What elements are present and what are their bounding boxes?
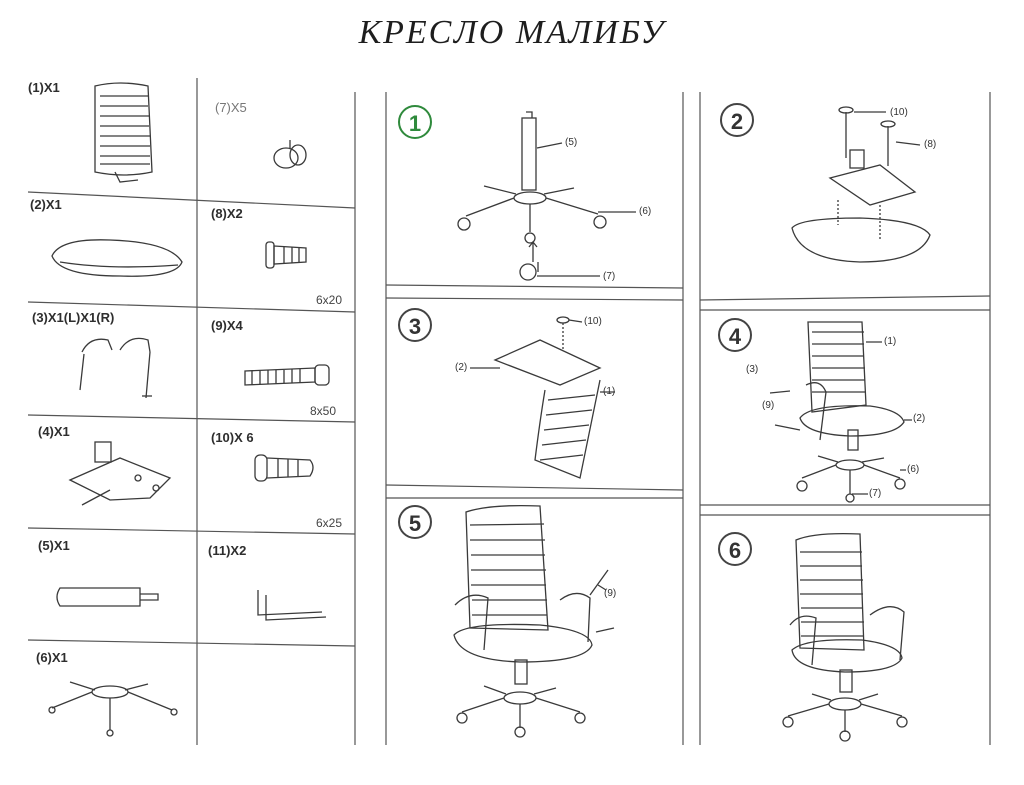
part-size-8: 6x20 <box>316 293 343 307</box>
part-hex-keys-drawing <box>257 590 327 621</box>
part-caster-drawing <box>273 140 307 169</box>
step-4-callout-6: (6) <box>907 464 920 475</box>
part-label-4: (4)X1 <box>38 424 70 439</box>
part-label-2: (2)X1 <box>30 197 62 212</box>
step-number-6: 6 <box>718 532 752 566</box>
step-4-callout-2: (2) <box>913 413 926 424</box>
page-title: КРЕСЛО МАЛИБУ <box>358 14 666 51</box>
part-label-10: (10)X 6 <box>211 430 254 445</box>
step-number-4: 4 <box>718 318 752 352</box>
step-1-drawing <box>457 111 636 281</box>
part-base-drawing <box>48 681 178 737</box>
step-5-drawing <box>453 504 615 738</box>
part-label-5: (5)X1 <box>38 538 70 553</box>
step-number-3: 3 <box>398 308 432 342</box>
step-3-callout-1: (1) <box>603 386 616 397</box>
part-label-1: (1)X1 <box>28 80 60 95</box>
part-label-6: (6)X1 <box>36 650 68 665</box>
part-gas-lift-drawing <box>56 587 159 607</box>
part-size-10: 6x25 <box>316 516 343 530</box>
step-4-callout-9: (9) <box>762 400 775 411</box>
part-screw-6x20-drawing <box>265 241 307 269</box>
part-size-9: 8x50 <box>310 404 337 418</box>
step-4-callout-7: (7) <box>869 488 882 499</box>
part-label-7: (7)X5 <box>215 100 247 115</box>
step-4-callout-1: (1) <box>884 336 897 347</box>
part-mechanism-drawing <box>68 441 172 506</box>
step-1-callout-6: (6) <box>639 206 652 217</box>
step-number-2: 2 <box>720 103 754 137</box>
step-2-drawing <box>791 106 931 263</box>
part-label-11: (11)X2 <box>208 543 247 558</box>
step-3-callout-2: (2) <box>455 362 468 373</box>
step-number-1: 1 <box>398 105 432 139</box>
step-1-callout-7: (7) <box>603 271 616 282</box>
step-3-drawing <box>470 316 615 479</box>
part-label-9: (9)X4 <box>211 318 243 333</box>
step-number-5: 5 <box>398 505 432 539</box>
step-4-drawing <box>769 321 912 503</box>
step-1-callout-5: (5) <box>565 137 578 148</box>
part-label-3: (3)X1(L)X1(R) <box>32 310 115 325</box>
step-4-callout-3: (3) <box>746 364 759 375</box>
part-armrests-drawing <box>79 337 152 399</box>
step-5-callout-9: (9) <box>604 588 617 599</box>
step-2-callout-10: (10) <box>890 107 908 118</box>
step-2-callout-8: (8) <box>924 139 937 150</box>
part-seat-drawing <box>51 239 183 277</box>
part-backrest-drawing <box>94 82 153 183</box>
part-label-8: (8)X2 <box>211 206 243 221</box>
step-6-drawing <box>782 532 908 742</box>
part-screw-6x25-drawing <box>254 454 314 482</box>
step-3-callout-10: (10) <box>584 316 602 327</box>
part-bolt-8x50-drawing <box>244 364 330 386</box>
